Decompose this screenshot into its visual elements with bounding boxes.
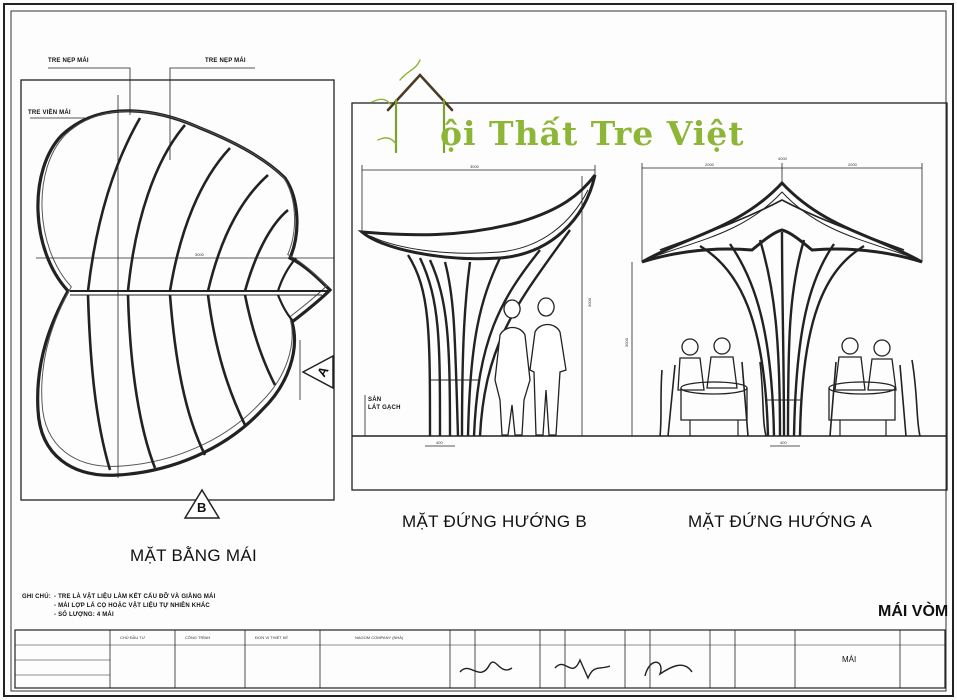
- plan-dimension: 3000: [195, 252, 204, 257]
- logo-house-icon: [371, 59, 454, 154]
- drawing-title: MÁI VÒM: [878, 603, 949, 620]
- title-block-designer: ĐƠN VỊ THIẾT KẾ: [255, 635, 289, 640]
- elevation-b-caption: MẶT ĐỨNG HƯỚNG B: [402, 512, 588, 531]
- elevation-b-view: [351, 102, 948, 491]
- elevation-a-dimension: 2000: [705, 162, 714, 167]
- note-line: - MÁI LỢP LÁ CỌ HOẶC VẬT LIỆU TỰ NHIÊN K…: [54, 603, 210, 609]
- title-block-sheet-name: MÁI: [842, 655, 857, 664]
- plan-label-tre-vien-mai: TRE VIỀN MÁI: [28, 110, 71, 116]
- roof-plan-view: [20, 67, 335, 519]
- note-line: - TRE LÀ VẬT LIỆU LÀM KẾT CẤU ĐỠ VÀ GIẰN…: [54, 594, 216, 600]
- signature: [644, 661, 693, 677]
- elevation-a-view: [631, 163, 923, 447]
- elevation-a-caption: MẶT ĐỨNG HƯỚNG A: [688, 512, 873, 531]
- floor-label: LÁT GẠCH: [368, 405, 401, 411]
- floor-label: SÀN: [368, 397, 382, 403]
- elevation-frame: [351, 102, 948, 491]
- title-block-company: NAGOM COMPANY (NHÀ): [355, 635, 404, 640]
- plan-caption: MẶT BẰNG MÁI: [130, 546, 258, 565]
- elevation-a-height: 3000: [623, 338, 629, 347]
- title-block-client: CHỦ ĐẦU TƯ: [120, 635, 146, 640]
- title-block: [14, 629, 946, 689]
- elevation-a-dimension: 4000: [778, 156, 787, 161]
- elevation-a-base: 400: [780, 440, 787, 445]
- section-marker-b: B: [197, 500, 207, 515]
- plan-frame: [20, 79, 335, 501]
- notes-title: GHI CHÚ:: [22, 594, 51, 600]
- elevation-b-height: 3000: [586, 298, 592, 307]
- note-line: - SỐ LƯỢNG: 4 MÁI: [54, 612, 114, 618]
- outer-frame: [3, 3, 954, 697]
- inner-frame: [10, 10, 947, 692]
- plan-label-tre-nep-mai: TRE NẸP MÁI: [205, 58, 246, 64]
- signature: [554, 658, 611, 680]
- elevation-a-dimension: 2000: [848, 162, 857, 167]
- signature: [459, 661, 513, 673]
- elevation-b-dimension: 3000: [470, 164, 479, 169]
- title-block-project: CÔNG TRÌNH: [185, 635, 211, 640]
- elevation-b-base: 400: [436, 440, 443, 445]
- plan-label-tre-nep-mai: TRE NẸP MÁI: [48, 58, 89, 64]
- logo-text: ội Thất Tre Việt: [440, 114, 745, 153]
